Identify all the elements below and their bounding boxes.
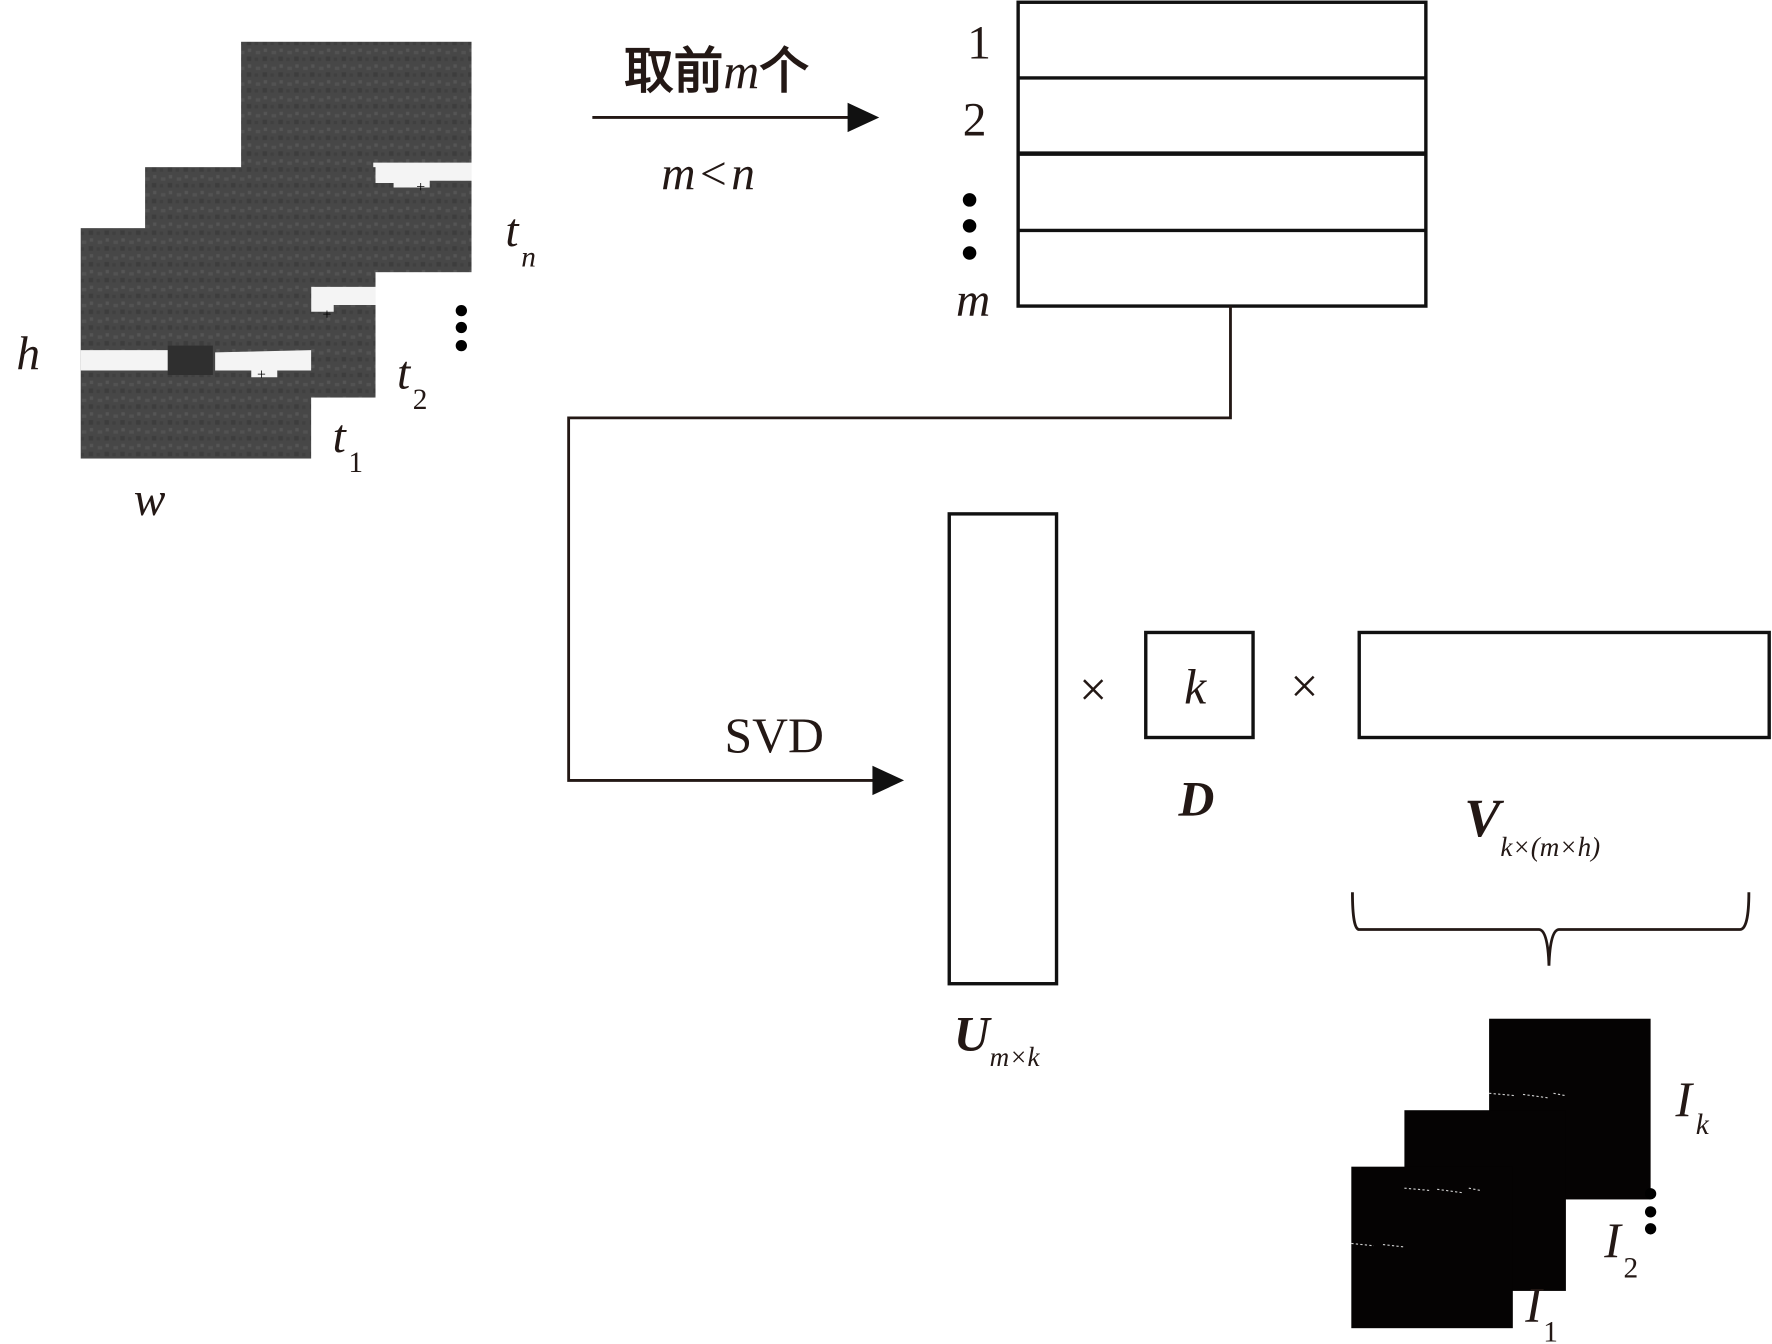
vertical-ellipsis-icon: [1644, 1188, 1657, 1235]
input-frame-stack: + + + h w t 1 t 2 t n: [16, 41, 536, 526]
svg-text:t: t: [333, 411, 348, 463]
frame-label-tn: t n: [505, 205, 535, 273]
multiply-sign: ×: [1290, 658, 1318, 713]
stacked-matrix: 1 2 m: [956, 0, 1428, 327]
frame-label-i1: I 1: [1524, 1277, 1558, 1344]
arrow-right-icon: [592, 102, 880, 133]
output-image-stack: I 1 I 2 I k: [1351, 1018, 1710, 1344]
road-strip: [311, 286, 376, 312]
matrix-d-label: D: [1178, 771, 1215, 826]
matrix-u: [947, 512, 1059, 986]
select-label: 取前m个: [624, 42, 809, 100]
svg-text:1: 1: [348, 447, 363, 479]
condition-label: m<n: [661, 149, 755, 201]
width-label: w: [134, 474, 166, 526]
matrix-u-label: Um×k: [954, 1006, 1041, 1072]
frame-label-i2: I 2: [1603, 1213, 1638, 1284]
vertical-ellipsis-icon: [962, 193, 977, 260]
target-marker: +: [257, 366, 266, 383]
svg-text:1: 1: [1543, 1317, 1558, 1344]
frame-image: [80, 228, 312, 459]
multiply-sign: ×: [1079, 662, 1107, 717]
road-strip: [373, 162, 472, 188]
arrow-right-icon: [872, 765, 905, 796]
row-label-m: m: [956, 275, 990, 327]
output-frame-i1: [1351, 1166, 1513, 1329]
matrix-v: [1357, 630, 1771, 740]
svg-text:t: t: [505, 205, 520, 257]
connector-line: [567, 306, 1232, 782]
vehicle-shadow: [167, 345, 213, 375]
svd-label: SVD: [724, 708, 823, 763]
select-step: 取前m个 m<n: [592, 42, 880, 201]
row-label-1: 1: [967, 18, 991, 70]
svg-text:I: I: [1674, 1072, 1694, 1127]
svd-connector: SVD: [567, 306, 1232, 796]
curly-brace-icon: [1351, 892, 1751, 966]
row-label-2: 2: [963, 95, 987, 147]
matrix-d-inner: k: [1184, 660, 1207, 715]
target-marker: +: [416, 179, 425, 196]
road-strip: [80, 350, 179, 371]
decomposition: Um×k × k D × Vk×(m×h): [947, 512, 1771, 1072]
matrix-d: [1144, 630, 1255, 740]
frame-label-t1: t 1: [333, 411, 363, 479]
frame-label-ik: I k: [1674, 1072, 1709, 1141]
extracted-target-traces: [1351, 1092, 1565, 1248]
target-marker: +: [322, 307, 331, 324]
input-frame-t1: +: [80, 228, 312, 459]
svg-text:2: 2: [1624, 1252, 1639, 1284]
height-label: h: [16, 328, 40, 380]
svg-text:I: I: [1524, 1277, 1544, 1332]
svg-text:k: k: [1696, 1109, 1710, 1141]
svg-text:t: t: [397, 348, 412, 400]
svg-text:2: 2: [413, 384, 428, 416]
frame-label-t2: t 2: [397, 348, 427, 416]
vertical-ellipsis-icon: [455, 304, 467, 352]
matrix-v-label: Vk×(m×h): [1464, 788, 1600, 862]
svg-text:n: n: [521, 242, 536, 274]
svg-text:I: I: [1603, 1213, 1623, 1268]
